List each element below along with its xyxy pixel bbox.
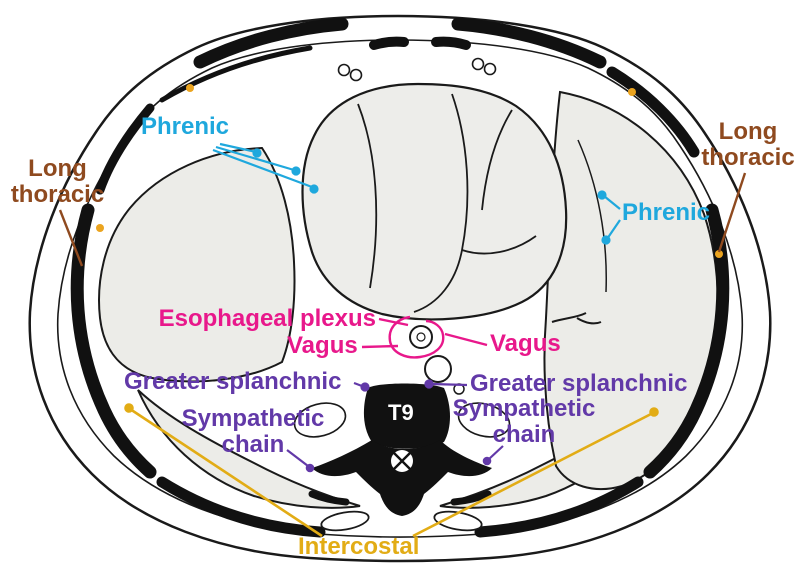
scapula-left [159, 45, 313, 103]
label-phrenic-right: Phrenic [622, 199, 711, 226]
rib-bottom-right [474, 476, 644, 538]
esophagus-lumen [416, 332, 426, 342]
label-line: chain [492, 421, 556, 448]
label-sympathetic-chain-left: Sympathetic chain [173, 406, 333, 458]
phrenic-leaders [212, 142, 621, 245]
scapula-right [606, 66, 700, 158]
rib-head-left [308, 490, 350, 506]
rib-upper-left-side [95, 103, 155, 195]
label-long-thoracic-left: Long thoracic [5, 156, 110, 208]
label-long-thoracic-right: Long thoracic [694, 119, 800, 171]
rib-top-left [193, 17, 349, 69]
rib-section-left [320, 510, 370, 532]
label-line: Long [718, 118, 778, 145]
splanchnic-sympathetic-leaders [286, 379, 504, 473]
label-vertebra-t9: T9 [388, 400, 414, 425]
left-lower-lobe [137, 389, 361, 509]
vertebral-arch [312, 440, 492, 516]
label-line: Sympathetic [452, 395, 596, 422]
label-line: Sympathetic [181, 405, 325, 432]
rib-right-lateral [643, 203, 730, 479]
intercostal-leaders [124, 403, 659, 538]
esophageal-plexus-loop [388, 315, 445, 359]
rib-bottom-left [156, 476, 326, 538]
label-intercostal: Intercostal [298, 533, 420, 560]
label-line: Long [28, 155, 87, 182]
internal-thoracic-vessels [337, 57, 497, 82]
heart-chamber-lines [357, 93, 537, 313]
rib-top-right [451, 17, 607, 69]
rib-head-right [450, 490, 492, 506]
label-line: chain [221, 431, 285, 458]
sternum-left [369, 36, 409, 50]
label-vagus-left: Vagus [287, 332, 358, 359]
lung-vessel-branch [551, 312, 602, 325]
label-sympathetic-chain-right: Sympathetic chain [444, 396, 604, 448]
vagus-esophageal-leaders [361, 315, 488, 359]
paraspinal-muscle-right [457, 402, 511, 438]
spinal-cord-pattern [393, 452, 411, 470]
label-esophageal-plexus: Esophageal plexus [158, 305, 376, 332]
label-greater-splanchnic-right: Greater splanchnic [470, 370, 688, 397]
aorta [424, 355, 452, 383]
esophagus [409, 325, 433, 349]
heart-outline [301, 82, 568, 321]
label-vagus-right: Vagus [490, 330, 561, 357]
label-greater-splanchnic-left: Greater splanchnic [124, 368, 342, 395]
label-phrenic-left: Phrenic [141, 113, 230, 140]
paraspinal-muscle-left [293, 402, 347, 438]
left-lung [98, 146, 296, 383]
intercostal-nerve-dots [96, 84, 723, 258]
vertebral-body [363, 383, 450, 449]
sternum-right [431, 36, 471, 50]
right-lung-fissure [577, 139, 607, 293]
label-line: thoracic [10, 181, 105, 208]
long-thoracic-leaders [58, 172, 747, 267]
label-line: thoracic [701, 144, 795, 171]
